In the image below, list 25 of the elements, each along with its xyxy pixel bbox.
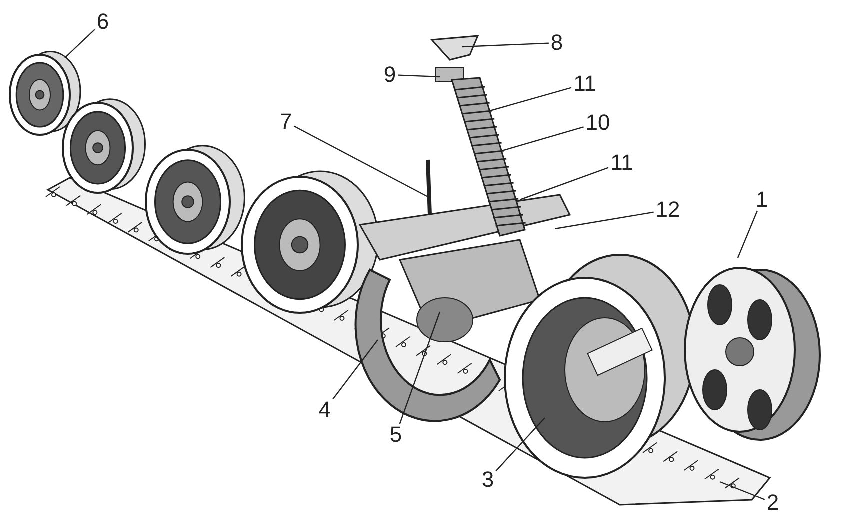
callout-number: 12: [656, 199, 680, 221]
leader-line: [294, 126, 430, 199]
leader-line: [737, 210, 758, 258]
leader-line: [554, 212, 654, 230]
leader-line: [496, 418, 546, 472]
callout-number: 9: [384, 64, 396, 86]
callout-number: 6: [96, 11, 110, 33]
leader-line: [720, 481, 766, 500]
callout-number: 10: [586, 112, 610, 134]
callout-number: 2: [766, 492, 780, 514]
callout-number: 11: [574, 73, 596, 95]
leader-line: [332, 340, 378, 400]
callout-number: 5: [390, 424, 402, 446]
callout-number: 4: [318, 399, 332, 421]
leader-line: [502, 126, 584, 152]
callout-number: 1: [756, 189, 768, 211]
callout-number: 11: [610, 152, 634, 174]
leader-line: [520, 167, 609, 201]
callout-number: 8: [550, 32, 564, 54]
leader-line: [398, 74, 440, 78]
callout-number: 7: [280, 111, 292, 133]
callout-number: 3: [482, 469, 494, 491]
leader-line: [64, 29, 96, 58]
leader-line: [462, 42, 549, 48]
leader-line: [490, 87, 572, 112]
